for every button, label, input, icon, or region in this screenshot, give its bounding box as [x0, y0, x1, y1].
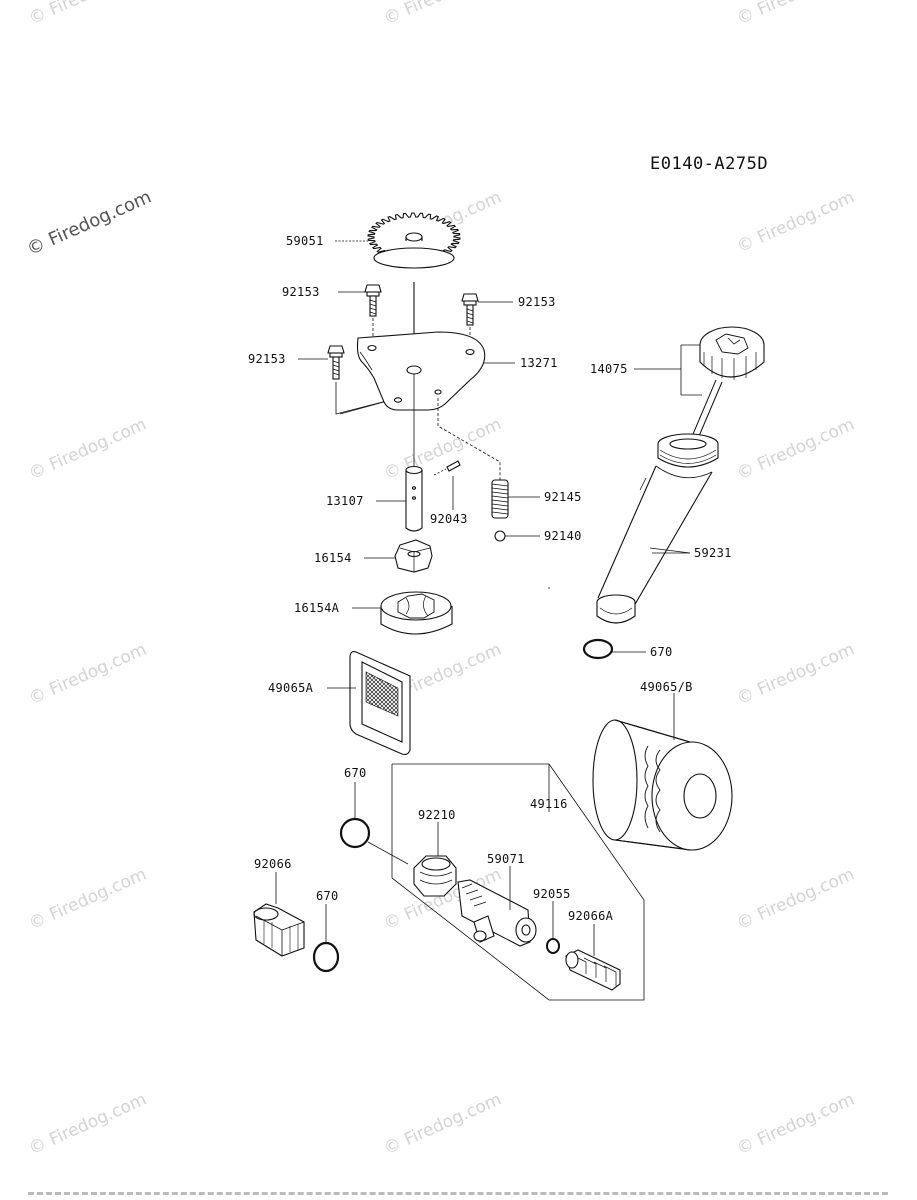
label-92153-b: 92153	[518, 295, 556, 309]
o-ring-670-tube	[582, 638, 614, 660]
label-14075: 14075	[590, 362, 628, 376]
label-13271: 13271	[520, 356, 558, 370]
pin-92043	[433, 460, 461, 510]
outer-rotor-16154A	[380, 591, 453, 635]
gear-59051	[367, 212, 461, 269]
label-13107: 13107	[326, 494, 364, 508]
label-92153-a: 92153	[282, 285, 320, 299]
dipstick-14075	[681, 326, 765, 463]
label-16154A: 16154A	[294, 601, 340, 615]
strainer-49065A	[349, 651, 411, 756]
label-92066A: 92066A	[568, 909, 614, 923]
o-ring-670-plug	[312, 941, 340, 973]
bolt-92153-b	[461, 293, 479, 326]
diagram-code: E0140-A275D	[650, 154, 769, 174]
label-49116: 49116	[530, 797, 568, 811]
label-49065A: 49065A	[268, 681, 314, 695]
plug-92066	[253, 903, 305, 957]
plug-92066A	[565, 949, 621, 991]
label-92140: 92140	[544, 529, 582, 543]
filler-tube-59231	[596, 433, 719, 624]
inner-rotor-16154	[394, 539, 433, 573]
nut-92210	[413, 855, 457, 897]
label-92066: 92066	[254, 857, 292, 871]
oil-filter-49065B	[592, 719, 733, 851]
ball-92140	[494, 530, 506, 542]
label-670-tube: 670	[650, 645, 673, 659]
shaft-13107	[405, 418, 423, 532]
o-ring-670-left	[339, 817, 371, 849]
label-92153-c: 92153	[248, 352, 286, 366]
label-92055: 92055	[533, 887, 571, 901]
label-49065B: 49065/B	[640, 680, 693, 694]
label-670-plug: 670	[316, 889, 339, 903]
bolt-92153-a	[364, 284, 382, 317]
label-59051: 59051	[286, 234, 324, 248]
label-16154: 16154	[314, 551, 352, 565]
label-670-left: 670	[344, 766, 367, 780]
cover-plate-13271	[356, 331, 486, 411]
spring-92145	[491, 479, 509, 519]
page-edge	[28, 1192, 888, 1195]
label-59231: 59231	[694, 546, 732, 560]
label-92210: 92210	[418, 808, 456, 822]
label-92043: 92043	[430, 512, 468, 526]
o-ring-92055	[546, 938, 560, 954]
label-92145: 92145	[544, 490, 582, 504]
pipe-59071	[457, 879, 537, 947]
bolt-92153-c	[327, 345, 345, 380]
label-59071: 59071	[487, 852, 525, 866]
